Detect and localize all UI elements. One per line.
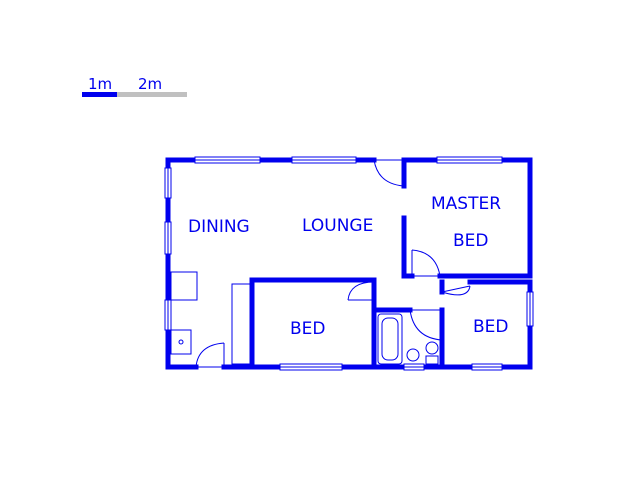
scale-label-1m: 1m [88, 75, 112, 93]
sink-drain-icon [178, 339, 184, 345]
door-bathroom [409, 309, 443, 341]
room-label-lounge: LOUNGE [302, 216, 373, 236]
door-master [411, 249, 441, 277]
kitchen-counter [170, 271, 198, 301]
door-bed-right [441, 285, 471, 296]
door-kitchen-exit [195, 342, 225, 368]
scale-bar-segment-2m [117, 92, 187, 97]
scale-bar: 1m 2m [82, 75, 187, 97]
interior-walls [249, 157, 533, 370]
room-label-bed-right: BED [473, 317, 509, 337]
room-label-bed-left: BED [290, 319, 326, 339]
windows [164, 156, 534, 371]
fixtures [170, 271, 439, 365]
kitchen-sink [170, 329, 192, 355]
toilet-icon [425, 341, 439, 355]
bathtub-inner [381, 317, 399, 361]
passage-cupboard [231, 283, 251, 365]
room-labels: DINING LOUNGE MASTER BED BED BED [188, 194, 509, 339]
toilet-cistern [425, 355, 439, 365]
doors [195, 159, 471, 368]
door-bed-left [347, 281, 375, 301]
room-label-master-line2: BED [453, 231, 489, 251]
scale-bar-segment-1m [82, 92, 117, 97]
door-entrance [373, 159, 405, 187]
scale-label-2m: 2m [138, 75, 162, 93]
room-label-dining: DINING [188, 217, 250, 237]
room-label-master-line1: MASTER [431, 194, 501, 214]
bathtub [377, 313, 403, 365]
basin-icon [406, 348, 420, 362]
